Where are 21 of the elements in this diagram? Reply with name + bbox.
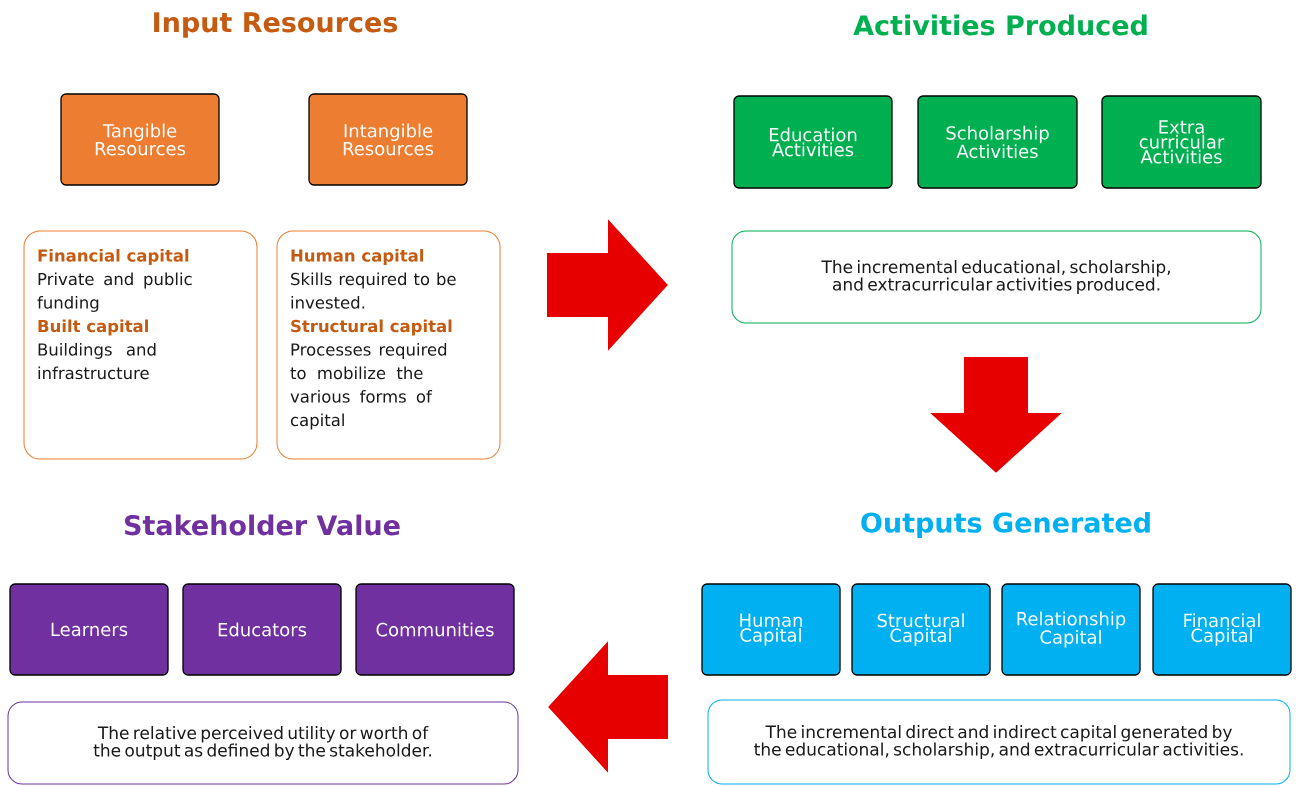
detail-box: Human capital Skills required to be invested. Structural capital Processes required to mobilize the various forms of capital: [276, 230, 501, 460]
category-box: Tangible Resources: [60, 93, 220, 186]
section-heading: Activities Produced: [853, 14, 1147, 36]
category-box: Extra curricular Activities: [1101, 95, 1262, 189]
detail-box: Financial capital Private and public funding Built capital Buildings and infrastructure: [23, 230, 258, 460]
section-heading: Stakeholder Value: [125, 514, 400, 536]
category-box: Relationship Capital: [1001, 583, 1141, 676]
description-box: The relative perceived utility or worth of the output as defined by the stakeholder.: [7, 701, 519, 785]
category-box: Human Capital: [701, 583, 841, 676]
category-box: Communities: [355, 583, 515, 676]
section-heading: Input Resources: [154, 12, 398, 38]
category-box: Educators: [182, 583, 342, 676]
category-box: Scholarship Activities: [917, 95, 1078, 189]
category-box: Structural Capital: [851, 583, 991, 676]
section-heading: Outputs Generated: [861, 511, 1150, 539]
description-box: The incremental educational, scholarship, and extracurricular activities produced.: [731, 230, 1262, 324]
category-box: Financial Capital: [1152, 583, 1292, 676]
category-box: Education Activities: [733, 95, 893, 189]
category-box: Intangible Resources: [308, 93, 468, 186]
category-box: Learners: [9, 583, 169, 676]
description-box: The incremental direct and indirect capital generated by the educational, scholarship, and extracurricular activities.: [707, 699, 1291, 785]
